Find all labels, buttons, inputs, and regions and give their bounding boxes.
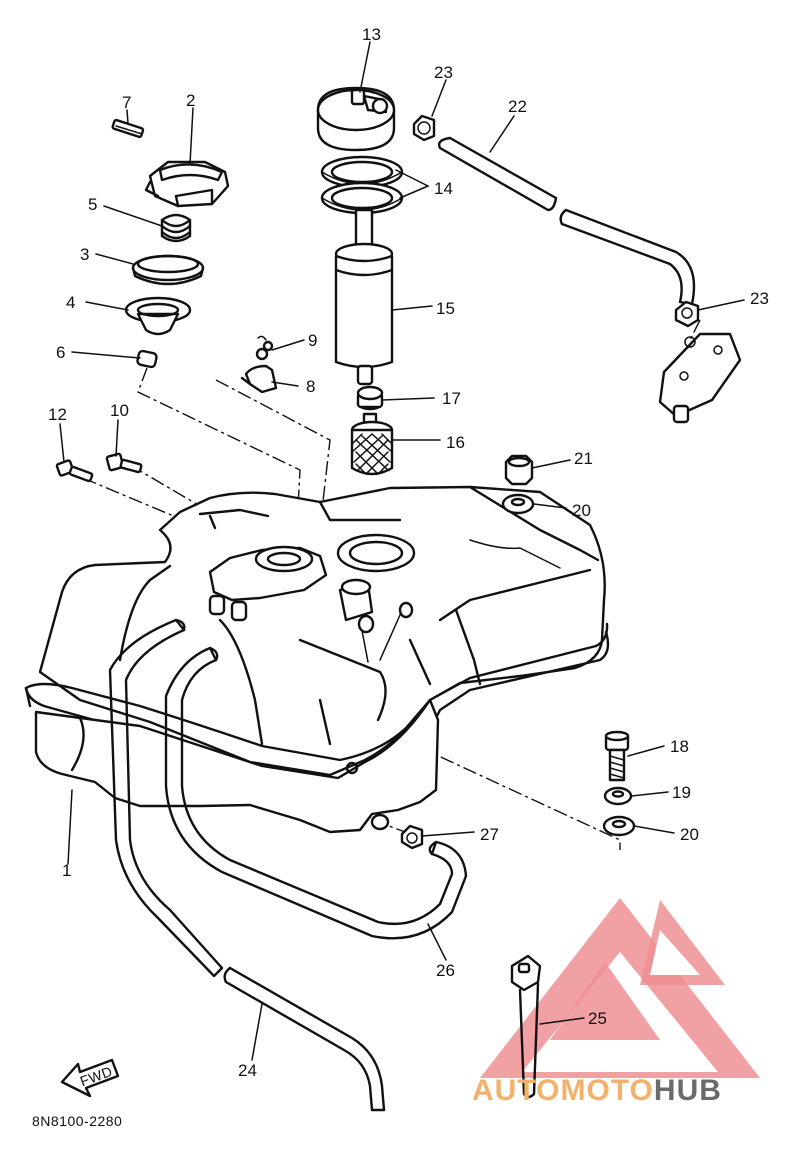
clamp-part-23-top [412, 114, 436, 142]
callout-label: 1 [62, 861, 71, 880]
bracket-part-8 [240, 364, 278, 394]
grommet-part-6 [136, 349, 158, 369]
hose-pins [357, 601, 414, 634]
callout-label: 23 [434, 63, 453, 82]
cap-base-part-4 [124, 296, 192, 336]
callout-label: 5 [88, 195, 97, 214]
callout-label: 24 [238, 1061, 257, 1080]
drain-hose-part-24 [108, 618, 386, 1112]
vent-hose-part-22 [437, 136, 696, 306]
callout-label: 15 [436, 299, 455, 318]
watermark-text-brand: AUTOMOTO [472, 1074, 654, 1107]
clamp-part-23-right [674, 300, 700, 328]
callout-label: 19 [672, 783, 691, 802]
callout-label: 20 [680, 825, 699, 844]
watermark-text: AUTOMOTOHUB [472, 1074, 722, 1107]
callout-label: 23 [750, 289, 769, 308]
gasket-part-3 [131, 254, 205, 286]
valve-bracket [658, 332, 742, 424]
bolt-part-18 [604, 730, 630, 782]
clip-part-9 [255, 335, 274, 361]
callout-label: 2 [186, 91, 195, 110]
callout-label: 12 [48, 405, 67, 424]
washer-part-20-bottom [602, 815, 636, 837]
callout-label: 18 [670, 737, 689, 756]
pump-body-part-15 [334, 208, 394, 386]
filter-cap-part-17 [356, 385, 384, 411]
callout-label: 10 [110, 401, 129, 420]
callout-label: 8 [306, 377, 315, 396]
clamp-part-27 [400, 824, 424, 850]
watermark-text-suffix: HUB [654, 1074, 722, 1107]
callout-label: 13 [362, 25, 381, 44]
callout-label: 3 [80, 245, 89, 264]
washer-part-20-top [501, 493, 535, 515]
sender-head-part-13 [316, 86, 396, 152]
callout-leader-lines [59, 41, 745, 1061]
spring-part-5 [160, 213, 192, 243]
part-code: 8N8100-2280 [32, 1113, 122, 1129]
callout-label: 20 [572, 501, 591, 520]
tank-band-part-25 [510, 954, 542, 1099]
callout-label: 16 [446, 433, 465, 452]
callout-label: 14 [434, 179, 453, 198]
callout-label: 4 [66, 293, 75, 312]
seal-rings-part-14 [320, 155, 404, 215]
cap-pin-part-7 [111, 118, 145, 139]
nut-part-21 [504, 454, 534, 486]
fuel-cap-part-2 [144, 160, 230, 208]
forward-arrow-icon: FWD [60, 1058, 120, 1098]
callout-label: 7 [122, 93, 131, 112]
callout-label: 27 [480, 825, 499, 844]
bolt-part-12 [55, 459, 94, 483]
callout-labels: 1234567891012131415161718192020212223232… [48, 25, 769, 1080]
callout-label: 17 [442, 389, 461, 408]
callout-label: 22 [508, 97, 527, 116]
bolt-part-10 [105, 452, 143, 474]
callout-label: 9 [308, 331, 317, 350]
callout-label: 25 [588, 1009, 607, 1028]
strainer-part-16 [350, 412, 394, 476]
overflow-hose-part-26 [164, 646, 468, 940]
callout-label: 21 [574, 449, 593, 468]
callout-label: 6 [56, 343, 65, 362]
washer-part-19 [603, 786, 633, 806]
watermark-logo [480, 898, 760, 1078]
callout-label: 26 [436, 961, 455, 980]
